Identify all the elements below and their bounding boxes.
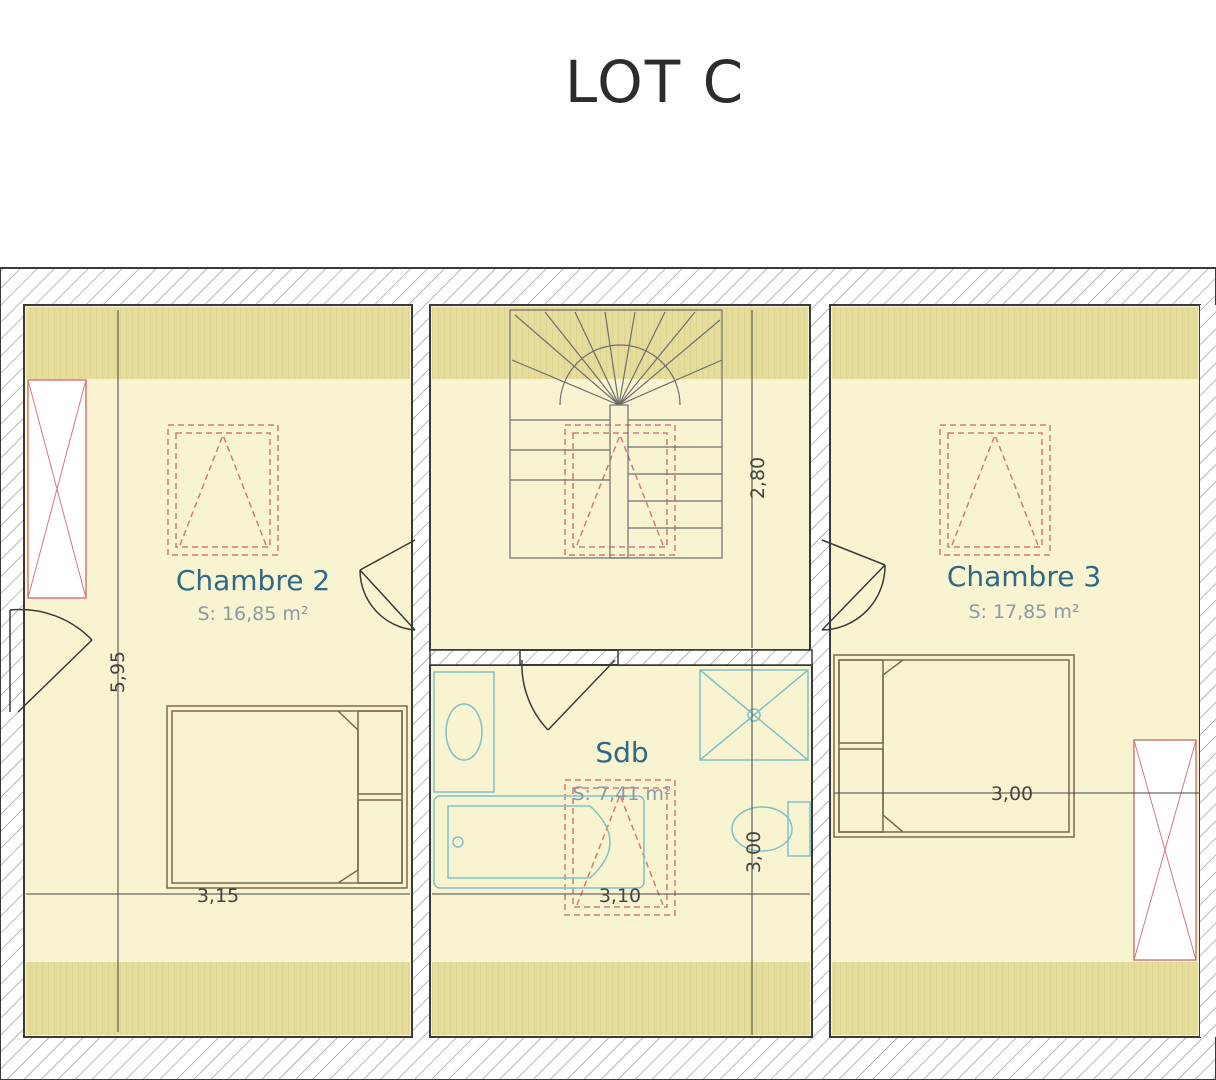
bed-chambre3 [833,654,1075,838]
room-name-chambre2: Chambre 2 [176,564,330,597]
wardrobe-chambre2 [27,379,87,599]
skylight-sdb [564,779,676,916]
right-edge-wall [1200,305,1216,1037]
staircase [509,309,723,559]
bathtub [433,795,645,889]
hall-sdb-wall-left [429,649,521,666]
room-name-sdb: Sdb [595,736,648,769]
wardrobe-chambre3 [1133,739,1197,961]
skylight-chambre2 [167,424,279,556]
door-chambre3 [821,539,886,631]
room-area-chambre3: S: 17,85 m² [968,601,1079,623]
bed-chambre2 [166,705,408,889]
low-ceiling-sdb-bottom [432,962,810,1035]
shower [699,669,809,761]
low-ceiling-c2-bottom [26,962,410,1035]
door-chambre2 [359,539,416,631]
room-area-chambre2: S: 16,85 m² [197,603,308,625]
dim-label-sdb-depth: 3,00 [743,831,765,873]
hall-sdb-wall-right [617,649,813,666]
skylight-hall [564,424,676,556]
dim-label-chambre2-depth: 5,95 [107,651,129,693]
dim-label-hall-depth: 2,80 [747,457,769,499]
room-name-chambre3: Chambre 3 [947,560,1101,593]
dim-label-sdb-width: 3,10 [599,885,641,907]
door-sdb [521,659,616,731]
low-ceiling-c3-top [832,307,1198,379]
low-ceiling-c2-top [26,307,410,379]
low-ceiling-hall-top [432,307,808,379]
dim-label-chambre3-bed: 3,00 [991,783,1033,805]
dim-label-chambre2-width: 3,15 [197,885,239,907]
room-area-sdb: S: 7,41 m² [573,783,672,805]
low-ceiling-c3-bottom [832,962,1198,1035]
door-landing [9,608,93,713]
skylight-chambre3 [939,424,1051,556]
sink [433,671,495,793]
chambre2-floor [23,304,413,1038]
toilet [731,801,811,857]
plan-title: LOT C [564,48,746,116]
